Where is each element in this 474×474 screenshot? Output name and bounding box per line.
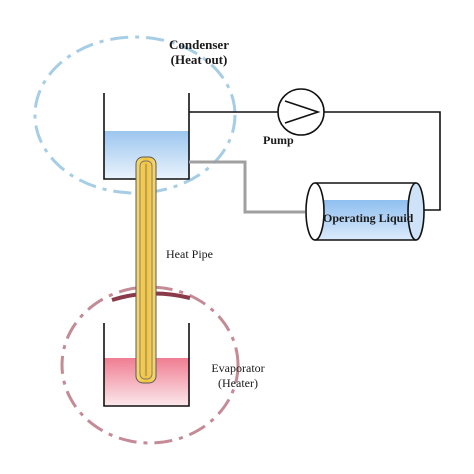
pump-direction-arrow [284, 100, 321, 124]
pump-icon [277, 88, 325, 136]
tank-right-cap [407, 182, 425, 241]
heat-pipe [135, 156, 157, 384]
condenser-subtitle: (Heat out) [171, 52, 228, 67]
operating-liquid-label: Operating Liquid [323, 211, 414, 225]
heat-pipe-inner-wall [139, 160, 153, 380]
line-pump-to-tank [324, 111, 441, 211]
line-tank-to-condenser [189, 160, 305, 214]
tank-left-cap [305, 182, 325, 241]
tank-liquid [312, 200, 416, 240]
evaporator-title: Evaporator [211, 361, 264, 375]
tank-body [315, 182, 416, 241]
evaporator-subtitle: (Heater) [218, 376, 258, 390]
condenser-cold-zone-ring [33, 35, 237, 195]
evaporator-hot-zone-ring [60, 285, 240, 445]
condenser-title: Condenser [169, 37, 229, 52]
heat-pipe-label: Heat Pipe [166, 247, 213, 261]
pump-label: Pump [263, 133, 294, 147]
evaporator-vessel [103, 323, 190, 407]
